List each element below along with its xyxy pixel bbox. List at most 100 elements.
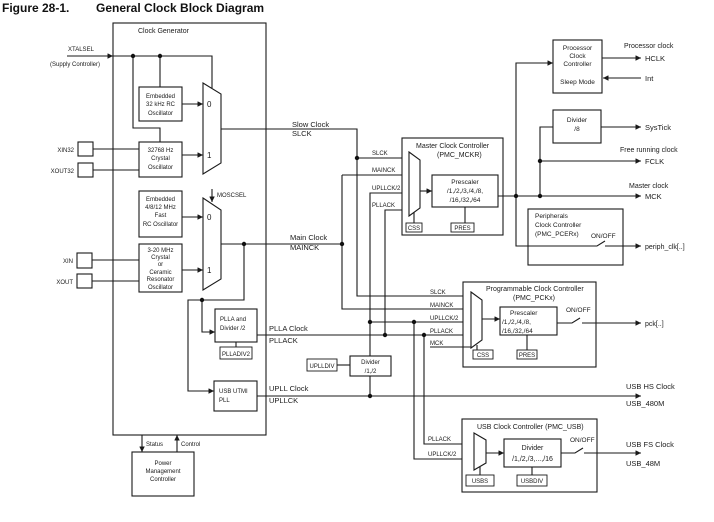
upll-divider-line: /1,/2 xyxy=(365,369,377,375)
junction-dot xyxy=(411,319,417,325)
peripherals-clock-controller: Peripherals Clock Controller (PMC_PCERx)… xyxy=(527,208,624,266)
pin-xout32-label: XOUT32 xyxy=(51,169,75,175)
slow-clock-label: Slow Clock xyxy=(292,120,329,129)
main-clock-mux: 0 1 xyxy=(202,196,222,291)
rc32k-line: Oscillator xyxy=(148,111,173,117)
wire-plla-clock xyxy=(257,209,474,445)
junction-dot xyxy=(157,53,163,59)
plladiv2-register: PLLADIV2 xyxy=(219,346,253,360)
plladiv2-label: PLLADIV2 xyxy=(222,352,251,358)
pck-output-label: pck[..] xyxy=(645,321,664,328)
xtalsel-label: XTALSEL xyxy=(68,47,95,53)
mux-input-1: 1 xyxy=(207,266,212,275)
pck-input-pllack: PLLACK xyxy=(430,329,453,335)
junction-dot xyxy=(354,155,360,161)
junction-dot xyxy=(513,193,519,199)
pck-mux xyxy=(470,290,483,350)
uplldiv-register: UPLLDIV xyxy=(306,358,338,372)
usb-divider-line: /1,/2,/3,...,/16 xyxy=(512,456,553,463)
mcc-input-upllck2: UPLLCK/2 xyxy=(372,186,401,192)
mcc-pres-label: PRES xyxy=(454,226,470,232)
wire-mck xyxy=(498,60,641,249)
mcc-pres-register xyxy=(450,222,475,233)
fast-rc-line: Embedded xyxy=(146,197,175,203)
pcer-switch-label: ON/OFF xyxy=(591,233,616,240)
junction-dot xyxy=(382,332,388,338)
pcc-line: Clock xyxy=(569,53,586,60)
upll-line: PLL xyxy=(219,398,230,404)
pcc-line: Processor xyxy=(563,45,593,52)
uplldiv-label: UPLLDIV xyxy=(309,364,334,370)
upllck-label: UPLLCK xyxy=(269,396,298,405)
main-clock-label: Main Clock xyxy=(290,233,327,242)
junction-dot xyxy=(339,241,345,247)
pck-input-mainck: MAINCK xyxy=(430,303,453,309)
periph-clk-label: periph_clk[..] xyxy=(645,244,685,251)
mcc-input-mainck: MAINCK xyxy=(372,168,395,174)
xtal32k-line: Oscillator xyxy=(148,165,173,171)
mck-label: MCK xyxy=(645,192,662,201)
pcer-line: Peripherals xyxy=(535,213,569,220)
pmc-line: Power xyxy=(154,461,171,467)
xtal32k-line: Crystal xyxy=(151,156,170,162)
pck-input-slck: SLCK xyxy=(430,290,446,296)
master-clock-label: Master clock xyxy=(629,183,669,190)
usb-clock-controller: USB Clock Controller (PMC_USB) Divider /… xyxy=(461,418,598,493)
pck-pres-label: PRES xyxy=(519,353,535,359)
junction-dot xyxy=(241,241,247,247)
upll-divider-line: Divider xyxy=(361,360,380,366)
switch-icon xyxy=(557,317,581,324)
pck-css-label: CSS xyxy=(477,353,489,359)
fast-rc-line: Fast xyxy=(155,213,167,219)
pcer-line: Clock Controller xyxy=(535,222,582,229)
main-xtal-line: Resonator xyxy=(147,277,175,283)
junction-dot xyxy=(421,332,427,338)
plla-line: Divider /2 xyxy=(220,326,246,332)
main-xtal-line: Ceramic xyxy=(149,270,171,276)
moscsel-label: MOSCSEL xyxy=(217,193,247,199)
usb-48m-label: USB_48M xyxy=(626,459,660,468)
usb-fs-clock-label: USB FS Clock xyxy=(626,440,674,449)
usb-input-upllck2: UPLLCK/2 xyxy=(428,452,457,458)
junction-dot xyxy=(537,158,543,164)
wire-upll-clock xyxy=(257,192,641,460)
usb-switch-label: ON/OFF xyxy=(570,437,595,444)
pcc-line: Controller xyxy=(563,61,592,68)
fast-rc-line: RC Oscillator xyxy=(143,222,178,228)
slck-label: SLCK xyxy=(292,129,312,138)
junction-dot xyxy=(199,297,205,303)
wire-slow-clock xyxy=(221,128,471,297)
switch-icon xyxy=(561,447,584,454)
mcc-prescaler-line: Prescaler xyxy=(451,179,479,186)
upll-clock-label: UPLL Clock xyxy=(269,384,309,393)
mcc-prescaler-line: /16,/32,/64 xyxy=(450,197,481,204)
mux-input-0: 0 xyxy=(207,100,212,109)
pcc-sleep-mode: Sleep Mode xyxy=(560,79,595,86)
processor-clock-label: Processor clock xyxy=(624,43,674,50)
usb-divider-line: Divider xyxy=(522,445,544,452)
plla-divider: PLLA and Divider /2 xyxy=(214,308,258,343)
systick-divider-line: /8 xyxy=(574,126,580,133)
upll-line: USB UTMI xyxy=(219,389,248,395)
mcc-prescaler-line: /1,/2,/3,/4,/8, xyxy=(447,188,483,195)
plla-clock-label: PLLA Clock xyxy=(269,324,308,333)
pck-prescaler-line: /1,/2,/4,/8, xyxy=(502,319,531,326)
clock-generator-title: Clock Generator xyxy=(138,28,190,35)
pck-prescaler-line: Prescaler xyxy=(510,310,538,317)
usb-mux xyxy=(473,432,487,471)
mcc-css-label: CSS xyxy=(408,226,420,232)
control-label: Control xyxy=(181,442,200,448)
rc32k-line: Embedded xyxy=(146,94,175,100)
free-running-clock-label: Free running clock xyxy=(620,147,678,154)
fclk-label: FCLK xyxy=(645,157,664,166)
pck-switch-label: ON/OFF xyxy=(566,307,591,314)
pin-xin32-label: XIN32 xyxy=(57,148,74,154)
pin-xin32 xyxy=(77,141,94,157)
status-label: Status xyxy=(146,442,163,448)
mcc-mux xyxy=(408,150,421,218)
pmc-line: Controller xyxy=(150,477,176,483)
wire-main-clock xyxy=(187,174,471,394)
power-management-controller: Power Management Controller xyxy=(131,451,195,497)
pck-title: Programmable Clock Controller xyxy=(486,286,584,293)
